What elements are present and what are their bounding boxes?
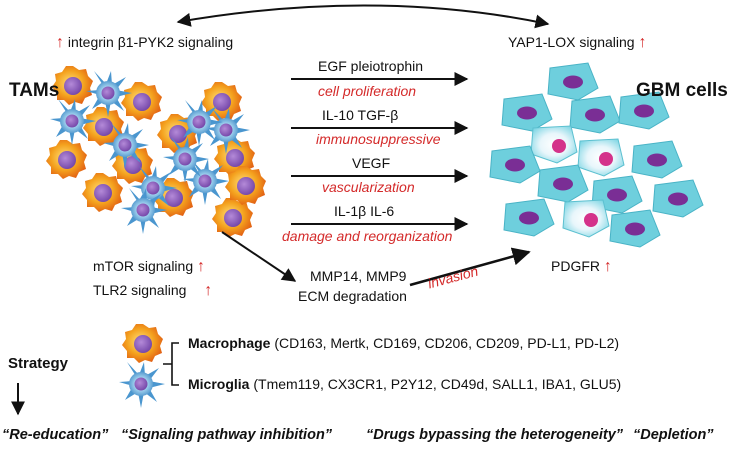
mmp-label: MMP14, MMP9 xyxy=(310,268,407,284)
tlr2-signal-label: TLR2 signaling ↑ xyxy=(93,282,212,299)
up-arrow-icon: ↑ xyxy=(197,258,206,275)
macrophage-markers: Macrophage (CD163, Mertk, CD169, CD206, … xyxy=(188,335,619,351)
approach-depletion: “Depletion” xyxy=(633,427,714,443)
pathway-3-factors: VEGF xyxy=(352,155,391,171)
microglia-marker-list: (Tmem119, CX3CR1, P2Y12, CD49d, SALL1, I… xyxy=(253,376,622,392)
mtor-signal-text: mTOR signaling xyxy=(93,258,194,274)
pdgfr-text: PDGFR xyxy=(551,258,600,274)
tam-cell-cluster xyxy=(46,66,266,237)
invasion-arrow xyxy=(409,247,531,287)
approach-re-education: “Re-education” xyxy=(2,427,109,443)
pathway-1-effect: cell proliferation xyxy=(318,83,417,99)
tlr2-signal-text: TLR2 signaling xyxy=(93,282,187,298)
up-arrow-icon: ↑ xyxy=(638,34,647,51)
yap1-signal-label: YAP1-LOX signaling ↑ xyxy=(508,34,646,51)
macrophage-name: Macrophage xyxy=(188,335,271,351)
pathway-4-factors: IL-1β IL-6 xyxy=(334,203,395,219)
approach-signaling-inhibition: “Signaling pathway inhibition” xyxy=(121,427,333,443)
up-arrow-icon: ↑ xyxy=(56,34,64,51)
legend-macrophage-cell xyxy=(122,324,163,363)
strategy-bracket xyxy=(163,342,179,386)
legend-microglia-cell xyxy=(119,362,165,408)
integrin-signal-text: integrin β1-PYK2 signaling xyxy=(67,34,234,50)
strategy-label: Strategy xyxy=(8,355,69,372)
pathway-2-effect: immunosuppressive xyxy=(316,131,441,147)
ecm-degradation-label: ECM degradation xyxy=(298,288,407,304)
mmp-arrow xyxy=(221,231,297,282)
approach-bypassing-heterogeneity: “Drugs bypassing the heterogeneity” xyxy=(366,427,624,443)
up-arrow-icon: ↑ xyxy=(603,258,612,275)
pathway-2-factors: IL-10 TGF-β xyxy=(322,107,399,123)
microglia-markers: Microglia (Tmem119, CX3CR1, P2Y12, CD49d… xyxy=(188,376,621,392)
microglia-name: Microglia xyxy=(188,376,250,392)
pathway-1-factors: EGF pleiotrophin xyxy=(318,58,424,74)
tams-title: TAMs xyxy=(9,80,60,101)
top-crosstalk-arrow xyxy=(176,4,550,29)
mtor-signal-label: mTOR signaling ↑ xyxy=(93,258,205,275)
up-arrow-icon: ↑ xyxy=(204,282,213,299)
integrin-signal-label: ↑ integrin β1-PYK2 signaling xyxy=(56,34,233,51)
macrophage-marker-list: (CD163, Mertk, CD169, CD206, CD209, PD-L… xyxy=(274,335,620,351)
pdgfr-label: PDGFR ↑ xyxy=(551,258,612,275)
yap1-signal-text: YAP1-LOX signaling xyxy=(508,34,635,50)
gbm-title: GBM cells xyxy=(636,80,728,101)
pathway-3-effect: vascularization xyxy=(322,179,415,195)
pathway-4-effect: damage and reorganization xyxy=(282,228,453,244)
